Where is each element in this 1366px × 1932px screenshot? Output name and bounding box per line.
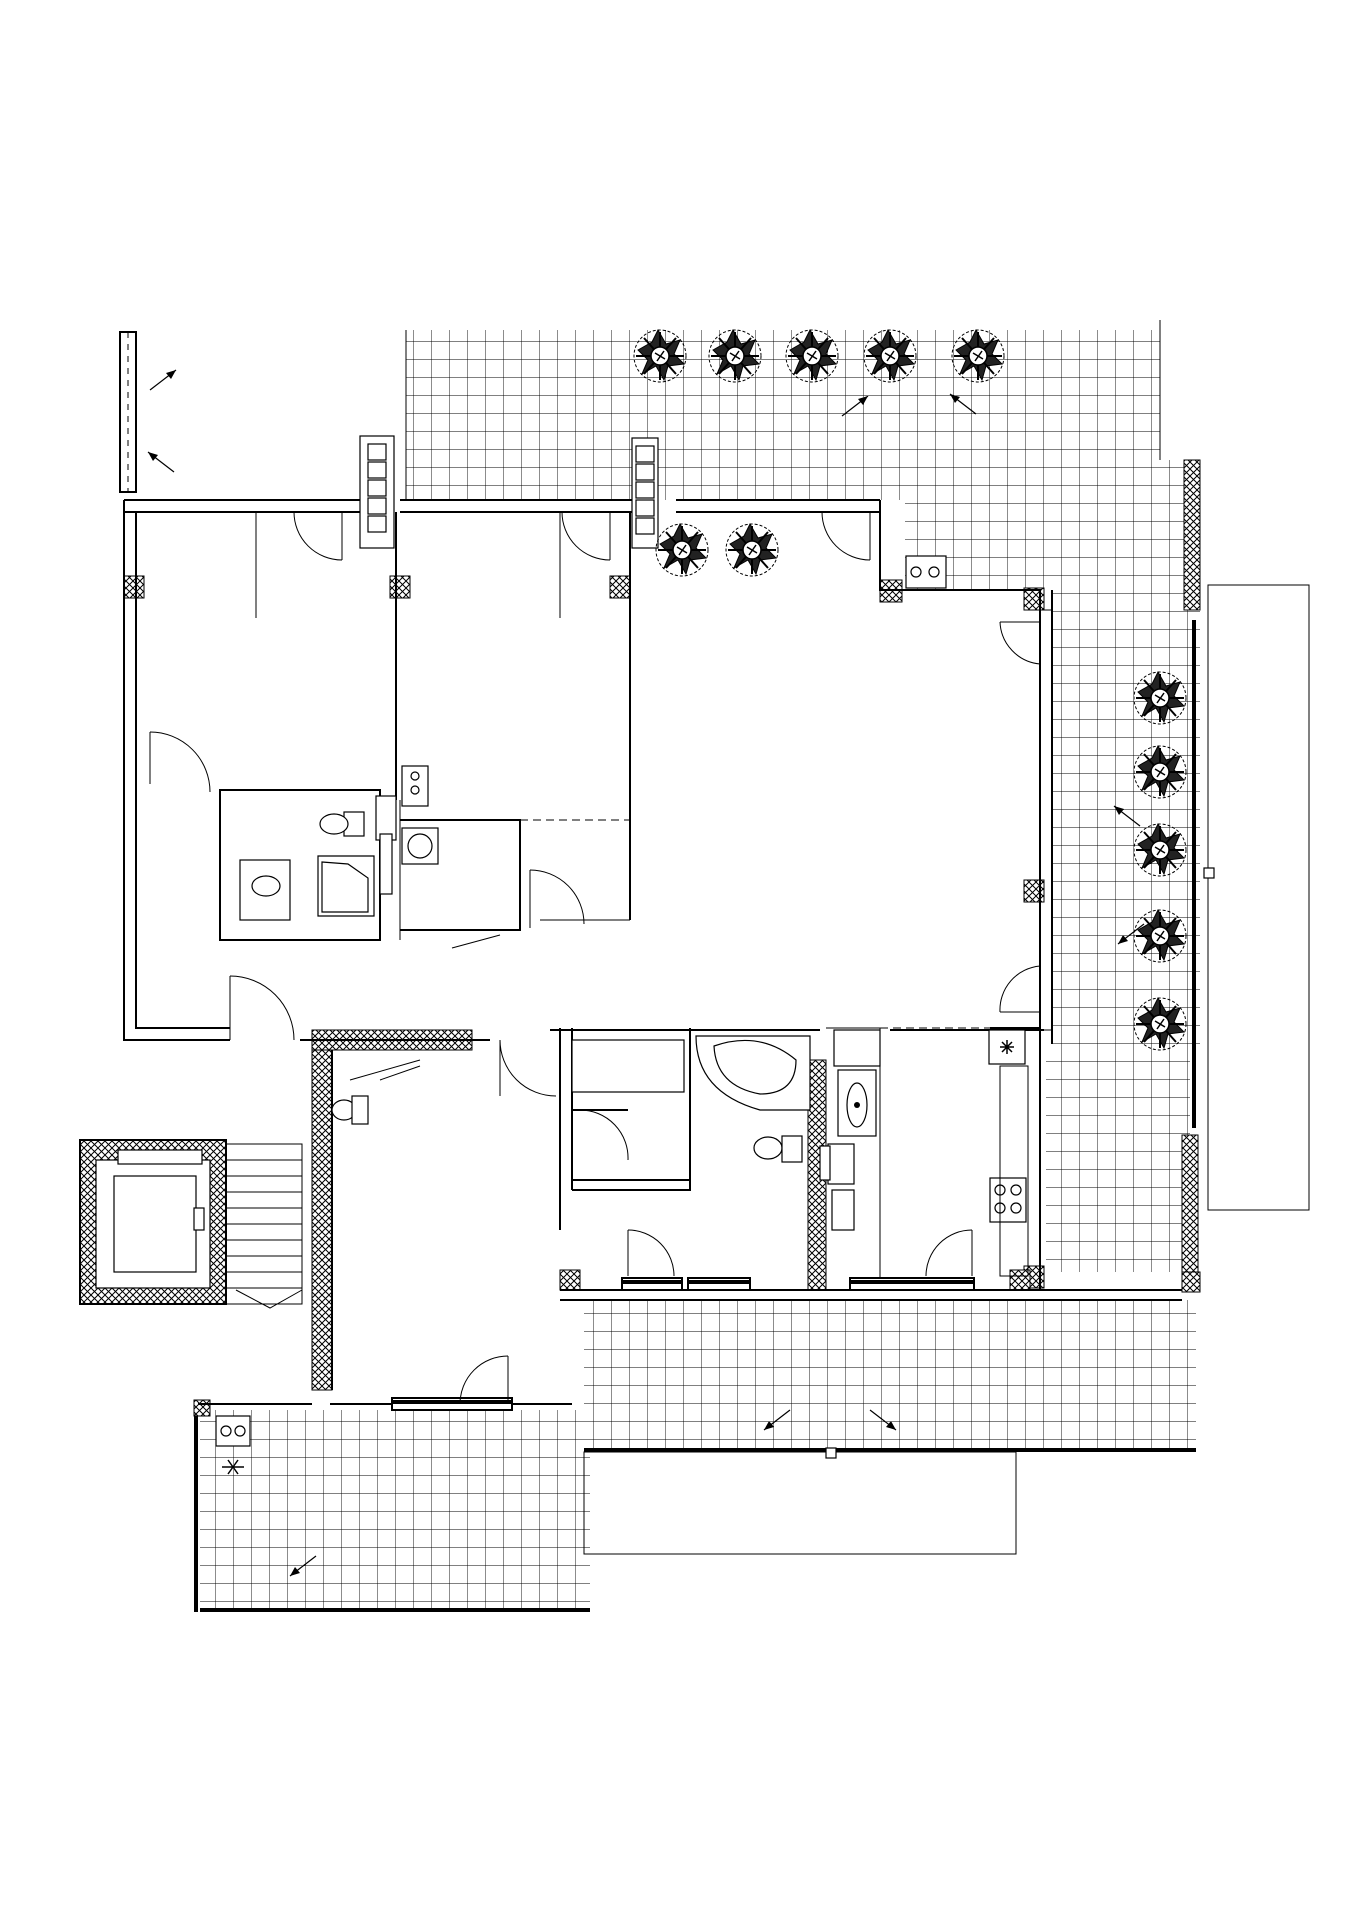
shrub-icon [951, 329, 1005, 383]
terrace-borders [194, 320, 1310, 1612]
shrub-icon [1133, 823, 1187, 877]
sink-icon [239, 859, 291, 921]
shrub-icon [708, 329, 762, 383]
shrub-icon [1133, 909, 1187, 963]
door-swing-icon [925, 1229, 973, 1277]
washing-machine-icon [401, 827, 439, 865]
boiler-icon [401, 765, 429, 807]
door-swing-icon [999, 965, 1041, 1013]
stairwell [79, 1139, 303, 1309]
bathtub-icon [695, 1035, 811, 1111]
southwest-terrace [200, 1410, 590, 1610]
terraces [200, 330, 1200, 1610]
door-swing-icon [459, 1355, 509, 1405]
toilet-icon [753, 1135, 803, 1163]
boiler-icon [215, 555, 947, 1475]
door-swing-icon [149, 731, 211, 793]
door-swing-icon [627, 1229, 675, 1277]
doors [149, 511, 1041, 1405]
kitchen-units [819, 1029, 1026, 1231]
shrub-icon [655, 523, 709, 577]
north-terrace [406, 330, 1200, 1272]
hatched-walls [123, 459, 1201, 1417]
door-swing-icon [821, 511, 871, 561]
shrub-icon [1133, 997, 1187, 1051]
sink-icon [571, 1039, 685, 1093]
chimneys [359, 435, 659, 549]
door-swing-icon [293, 511, 343, 561]
windows [119, 331, 975, 1411]
shower-icon [317, 855, 375, 917]
door-swing-icon [229, 975, 295, 1041]
stairs [225, 1143, 303, 1309]
shrub-icon [863, 329, 917, 383]
door-swing-icon [561, 511, 611, 561]
slope-arrow-icon [147, 451, 175, 473]
exterior-walls [123, 499, 1053, 1044]
shrub-icon [1133, 745, 1187, 799]
slope-arrow-icon [149, 369, 177, 391]
door-swing-icon [579, 1109, 629, 1161]
southwest-room [198, 1050, 572, 1405]
shrub-icon [633, 329, 687, 383]
shrub-icon [1133, 671, 1187, 725]
living-room [880, 609, 1053, 1031]
door-swing-icon [999, 621, 1041, 665]
plan-group [79, 320, 1310, 1612]
door-swing-icon [529, 869, 585, 928]
stove-icon [989, 1177, 1027, 1223]
door-swing-icon [499, 1039, 557, 1097]
shrub-icon [725, 523, 779, 577]
toilet-icon [331, 1095, 369, 1125]
toilet-icon [319, 811, 365, 837]
west-rooms [219, 512, 631, 949]
shrub-icon [785, 329, 839, 383]
fixtures [215, 555, 1029, 1475]
